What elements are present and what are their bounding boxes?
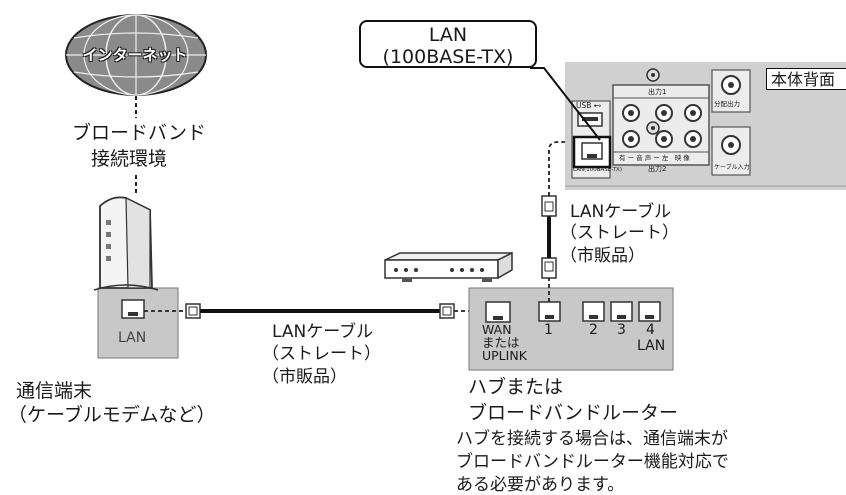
split-out-label: 分配出力 [714, 100, 740, 108]
modem-name-line2: （ケーブルモデムなど） [8, 404, 216, 426]
lower-cable-label-line1: LANケーブル [272, 322, 374, 342]
lan-callout: LAN (100BASE-TX) [359, 20, 537, 68]
lower-cable-right-plug-icon [439, 303, 455, 319]
router-device-icon [384, 251, 513, 282]
audio-video-labels: 有 ー 音 声 ー 左 映 像 [619, 154, 690, 162]
usb-label: USB ⊷ [576, 101, 602, 110]
hub-lan-label: LAN [637, 338, 666, 354]
modem-lan-port [121, 299, 145, 319]
callout-pointer [530, 67, 601, 141]
port-3-label: 3 [617, 322, 626, 338]
hub-note-line1: ハブを接続する場合は、通信端末が [456, 429, 728, 449]
hub-name-line2: ブロードバンドルーター [468, 402, 678, 424]
upper-cable-label-line2: （ストレート） [560, 223, 679, 243]
modem-lan-label: LAN [118, 330, 147, 346]
upper-cable-label-line1: LANケーブル [570, 202, 672, 222]
port-1-label: 1 [544, 322, 553, 338]
port-4-label: 4 [646, 322, 655, 338]
wan-label-line3: UPLINK [482, 348, 527, 363]
wan-label-line1: WAN [482, 322, 512, 337]
lan-callout-line2: (100BASE-TX) [382, 46, 514, 68]
modem-device-icon [93, 196, 179, 359]
hub-note-line2: ブロードバンドルーター機能対応で [456, 452, 729, 472]
lower-cable-label-line3: （市販品） [262, 367, 347, 387]
hub-note-line3: ある必要があります。 [456, 475, 625, 495]
upper-cable-label-line3: （市販品） [560, 246, 645, 266]
broadband-label-line2: 接続環境 [91, 148, 168, 170]
device-back-label: 本体背面 [766, 68, 846, 90]
tv-lan-port-label: LAN(100BASE-TX) [573, 167, 622, 173]
port-2-label: 2 [589, 322, 598, 338]
lower-cable-left-plug-icon [185, 303, 201, 319]
modem-name-line1: 通信端末 [16, 380, 93, 402]
wan-label-line2: または [482, 335, 520, 350]
lan-callout-line1: LAN [428, 24, 468, 46]
hub-name-line1: ハブまたは [468, 376, 564, 398]
upper-cable-top-plug-icon [541, 195, 557, 217]
broadband-label-line1: ブロードバンド [72, 122, 206, 144]
router-ports [485, 301, 661, 323]
internet-globe-icon [65, 14, 207, 96]
output2-label: 出力2 [648, 165, 667, 173]
output1-label: 出力1 [648, 88, 667, 96]
lower-cable-label-line2: （ストレート） [262, 344, 381, 364]
cable-in-label: ケーブル入力 [714, 164, 750, 171]
upper-cable-bottom-plug-icon [541, 257, 557, 279]
internet-label: インターネット [82, 46, 188, 64]
